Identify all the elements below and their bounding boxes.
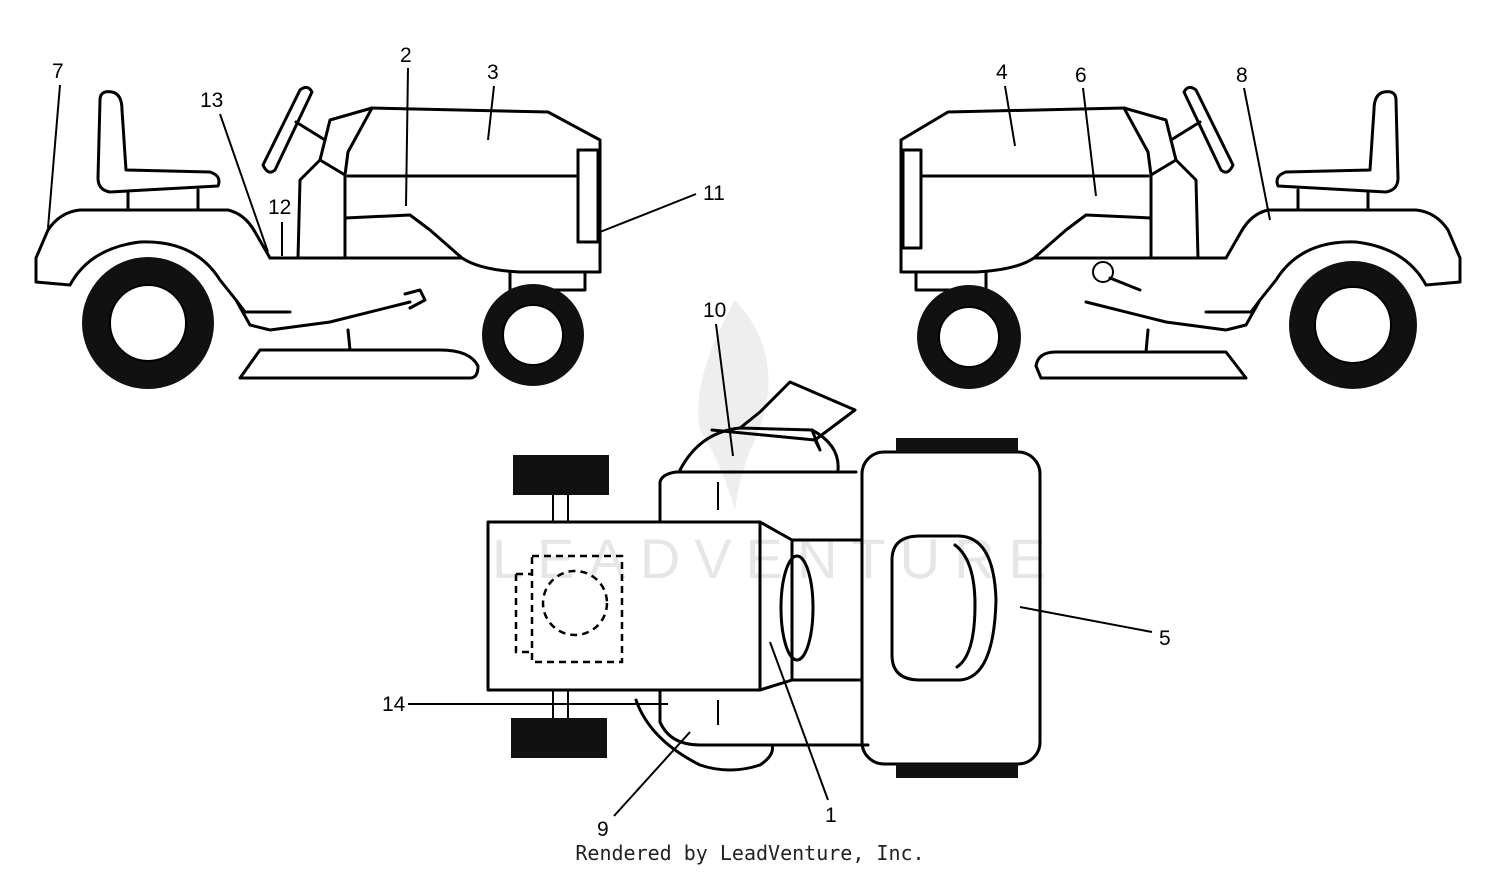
leader-1	[769, 641, 829, 801]
callout-3: 3	[487, 61, 499, 84]
callout-5: 5	[1159, 627, 1171, 650]
leader-10	[715, 323, 734, 457]
callout-7: 7	[52, 60, 64, 83]
callout-11: 11	[703, 182, 725, 205]
leader-6	[1082, 87, 1097, 197]
tractor-left-side-view	[34, 85, 602, 389]
callout-6: 6	[1075, 64, 1087, 87]
callout-4: 4	[996, 61, 1008, 84]
tractor-right-side-view	[899, 85, 1462, 389]
watermark-logo: LEADVENTURE	[492, 300, 1060, 590]
callout-8: 8	[1236, 64, 1248, 87]
leader-9	[613, 731, 691, 817]
callout-1: 1	[825, 804, 837, 827]
leader-2	[405, 67, 409, 207]
callout-2: 2	[400, 44, 412, 67]
leader-3	[487, 85, 495, 141]
footer-credit: Rendered by LeadVenture, Inc.	[575, 841, 925, 865]
leader-7	[47, 84, 61, 229]
callout-13: 13	[200, 89, 223, 112]
callouts: 7 13 12 2 3 11 4 6 8 10 5 14 9 1	[47, 44, 1271, 841]
callout-9: 9	[597, 818, 609, 841]
watermark-text: LEADVENTURE	[492, 527, 1060, 590]
leader-4	[1004, 85, 1016, 147]
leader-5	[1019, 606, 1153, 633]
callout-12: 12	[268, 196, 291, 219]
leader-11	[599, 193, 697, 233]
callout-10: 10	[703, 299, 726, 322]
leader-8	[1243, 87, 1271, 221]
callout-14: 14	[382, 693, 406, 716]
leader-13	[219, 113, 269, 253]
lever-knob	[1092, 261, 1142, 292]
